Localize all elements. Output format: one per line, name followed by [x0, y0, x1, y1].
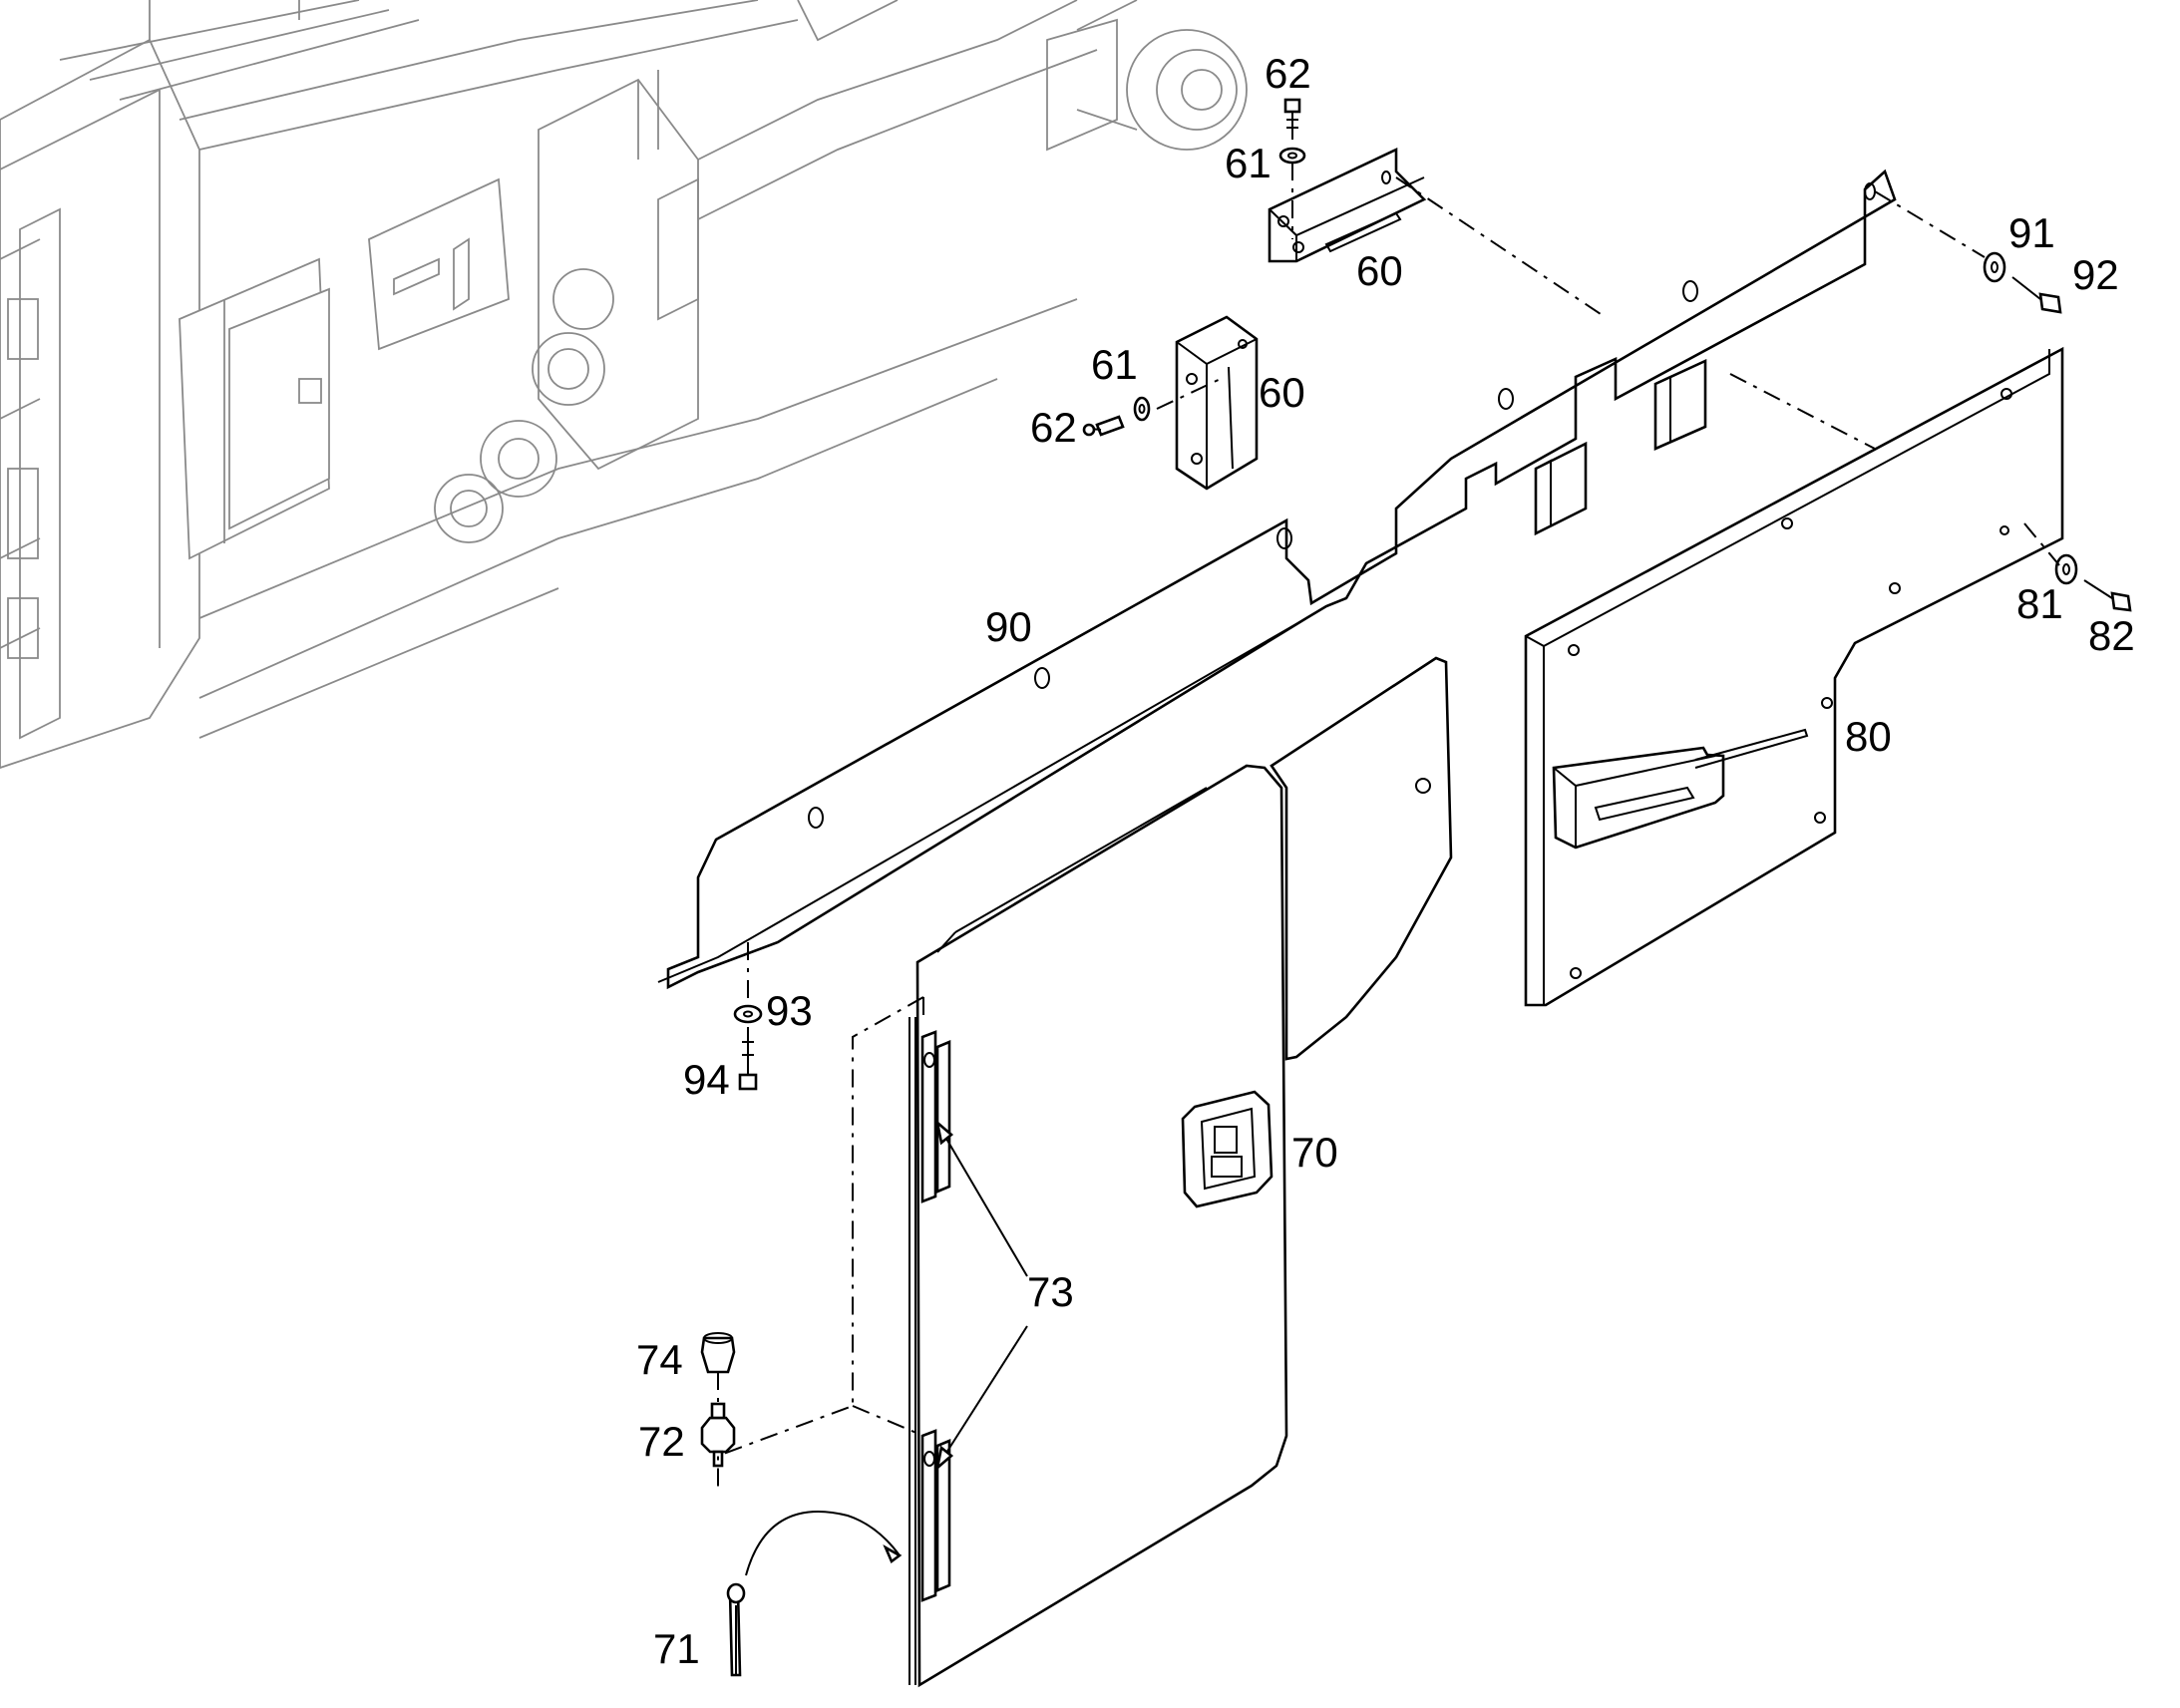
label-71: 71 — [653, 1625, 700, 1672]
screw-82 — [2083, 579, 2132, 612]
bracket-60-side — [1175, 315, 1259, 491]
label-81: 81 — [2016, 580, 2063, 627]
panel-90 — [657, 169, 1897, 990]
washer-81 — [2054, 553, 2078, 585]
label-82: 82 — [2088, 612, 2135, 659]
label-61-upper: 61 — [1225, 140, 1272, 186]
washer-61-upper — [1278, 147, 1306, 165]
arrowhead-73-upper — [934, 1119, 954, 1146]
label-92: 92 — [2072, 251, 2119, 298]
washer-61-side — [1133, 396, 1151, 422]
label-93: 93 — [766, 987, 813, 1034]
leader-73-lower — [938, 1325, 1028, 1465]
assembly-center-lines — [717, 176, 2060, 1489]
screw-94 — [738, 1027, 758, 1091]
machine-frame-context — [0, 0, 1248, 769]
label-62-side: 62 — [1030, 404, 1077, 451]
screw-92 — [2011, 276, 2062, 314]
label-60-upper: 60 — [1356, 247, 1403, 294]
label-70: 70 — [1291, 1129, 1338, 1176]
label-94: 94 — [683, 1056, 730, 1103]
cotter-pin-71 — [726, 1582, 746, 1677]
washer-91 — [1983, 251, 2006, 283]
leader-73-upper — [938, 1126, 1028, 1277]
bracket-60-upper — [1268, 147, 1427, 263]
screw-62-side — [1082, 415, 1125, 437]
label-74: 74 — [636, 1336, 683, 1383]
panel-80 — [1524, 346, 2064, 1007]
label-73: 73 — [1027, 1268, 1074, 1315]
label-61-side: 61 — [1091, 341, 1138, 388]
arrowhead-73-lower — [934, 1445, 954, 1472]
screw-62-upper — [1283, 98, 1301, 140]
label-72: 72 — [638, 1418, 685, 1465]
door-70 — [908, 656, 1453, 1688]
label-90: 90 — [985, 603, 1032, 650]
part-labels: 62 61 60 61 60 62 91 92 90 81 82 80 93 9… — [636, 50, 2135, 1672]
label-60-side: 60 — [1259, 369, 1305, 416]
label-80: 80 — [1845, 713, 1892, 760]
plug-74 — [700, 1332, 736, 1374]
pin-arrowhead — [883, 1543, 903, 1564]
label-62-upper: 62 — [1265, 50, 1311, 97]
pin-71-arrow — [745, 1511, 901, 1576]
washer-93 — [733, 1004, 763, 1024]
label-91: 91 — [2008, 209, 2055, 256]
